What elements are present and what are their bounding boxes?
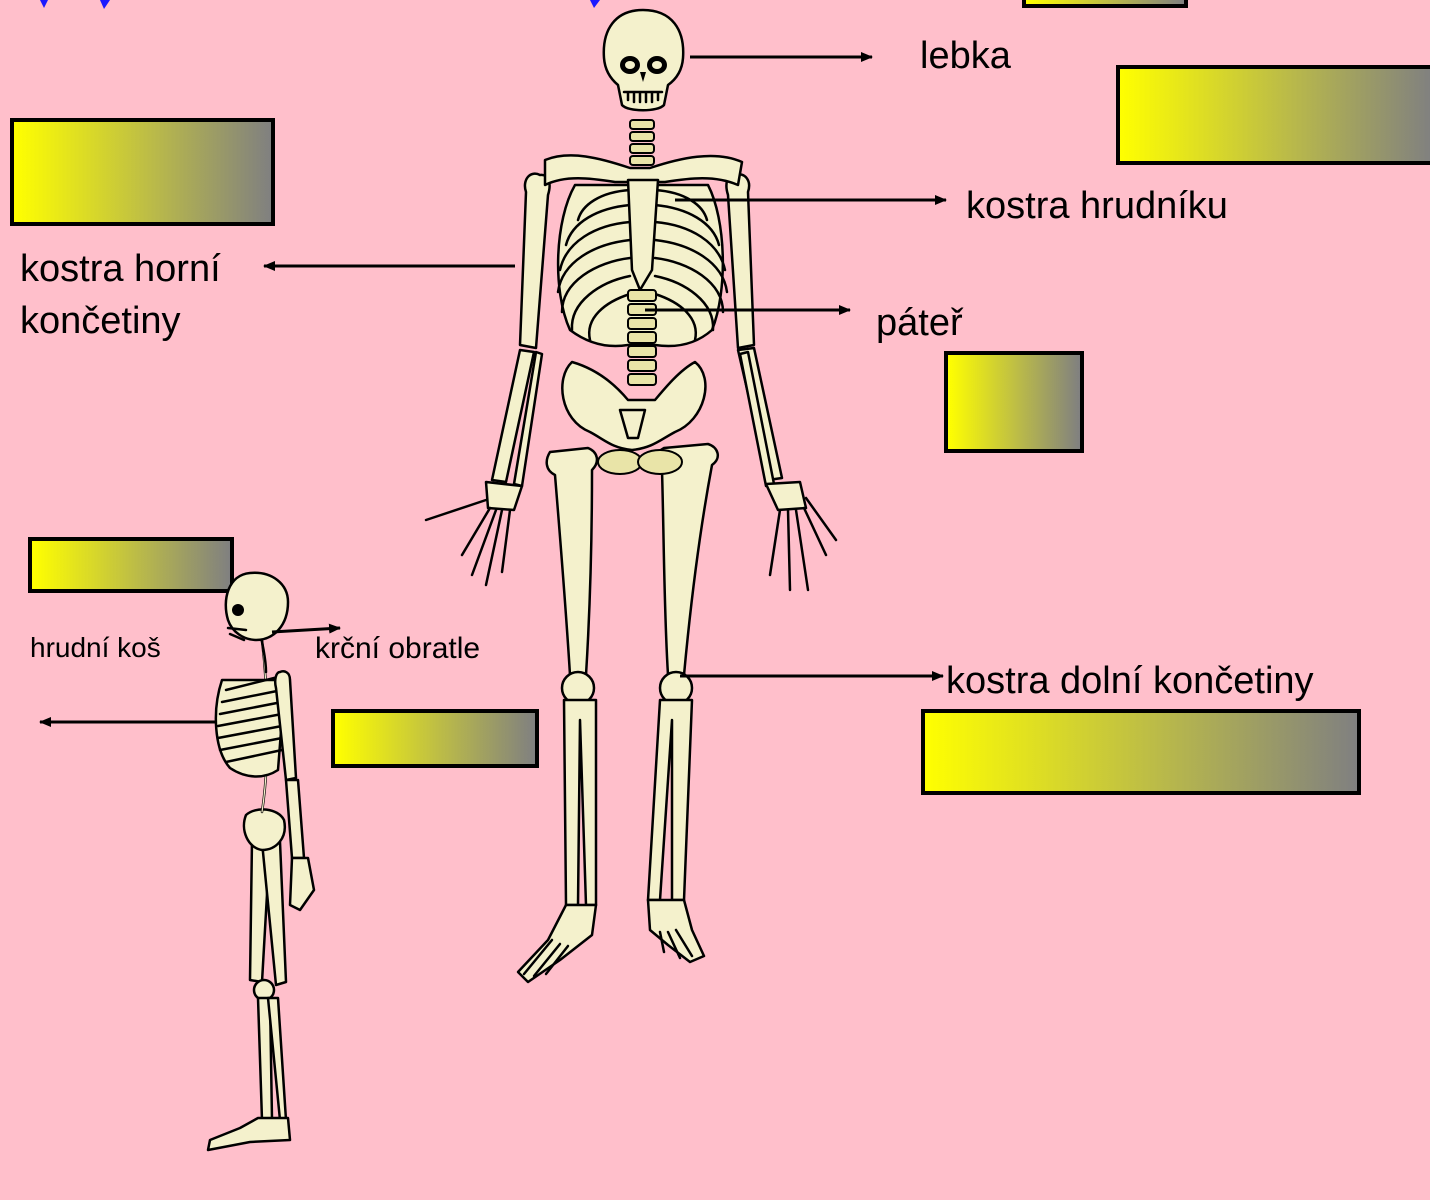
side-skeleton-illustration: [208, 573, 314, 1150]
label-cervical: krční obratle: [315, 632, 480, 667]
top-title-remnant: [40, 0, 600, 9]
label-chest: hrudní koš: [30, 632, 161, 664]
label-upper-limb-line2: končetiny: [20, 300, 181, 344]
label-spine: páteř: [876, 302, 963, 346]
label-lower-limb: kostra dolní končetiny: [946, 660, 1314, 704]
label-upper-limb-line1: kostra horní: [20, 248, 221, 292]
label-arrows: [40, 57, 946, 722]
front-skeleton-illustration: [426, 10, 836, 982]
label-thorax: kostra hrudníku: [966, 185, 1228, 229]
label-skull: lebka: [920, 35, 1011, 79]
